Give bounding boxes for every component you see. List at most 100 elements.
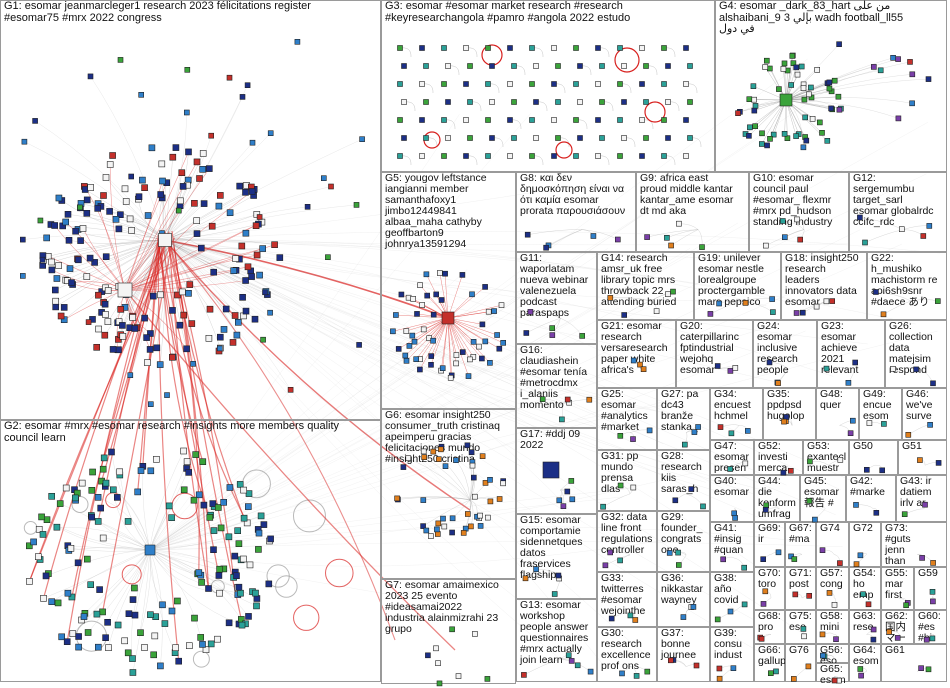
graph-node <box>235 318 242 326</box>
graph-node <box>507 153 513 159</box>
graph-node <box>849 417 856 424</box>
graph-edge <box>408 458 471 501</box>
graph-node <box>870 626 877 633</box>
graph-node <box>720 556 727 563</box>
graph-node <box>267 309 273 316</box>
graph-node <box>423 527 430 534</box>
graph-node <box>627 612 634 619</box>
graph-node <box>175 657 182 665</box>
self-loop <box>192 650 210 668</box>
graph-node <box>401 135 407 141</box>
graph-node <box>287 386 294 393</box>
graph-node <box>80 613 88 620</box>
graph-node <box>926 223 933 229</box>
graph-node <box>441 523 448 530</box>
graph-node <box>819 130 825 136</box>
graph-node <box>803 137 810 144</box>
cluster-label-g20: G20: caterpillarinc fptindustrial wejohq… <box>680 320 739 376</box>
graph-node <box>646 427 653 434</box>
cluster-panel-g18: G18: insight250 research leaders innovat… <box>781 252 867 320</box>
graph-node <box>773 668 779 675</box>
graph-edge <box>164 189 549 241</box>
graph-edge <box>164 239 604 399</box>
graph-node <box>491 308 497 314</box>
graph-node <box>195 491 203 499</box>
cluster-label-g46: G46: we've surve <box>906 388 933 422</box>
graph-edge <box>164 239 570 510</box>
graph-node <box>102 634 109 642</box>
graph-node <box>438 297 445 303</box>
graph-node <box>248 273 255 280</box>
graph-edge <box>785 57 894 101</box>
graph-node <box>205 585 212 592</box>
self-loop <box>292 499 326 533</box>
graph-node <box>208 132 214 139</box>
graph-node <box>68 593 76 601</box>
graph-node <box>200 501 208 509</box>
graph-node <box>873 509 880 516</box>
cluster-panel-g61: G61 <box>881 644 947 682</box>
graph-node <box>901 511 908 518</box>
graph-node <box>555 63 561 69</box>
graph-edge <box>164 239 471 511</box>
graph-node <box>39 256 46 263</box>
graph-node <box>467 135 473 141</box>
graph-edge <box>55 239 166 302</box>
graph-node <box>185 469 192 476</box>
graph-node <box>393 312 399 318</box>
graph-node <box>39 531 47 538</box>
graph-node <box>775 380 781 386</box>
graph-node <box>102 174 110 181</box>
graph-node <box>668 242 674 249</box>
graph-node <box>895 56 901 62</box>
graph-node <box>767 670 774 677</box>
graph-edge <box>168 236 210 589</box>
cluster-panel-g26: G26: collection data matejsim respond <box>885 320 947 388</box>
graph-edge <box>469 499 474 527</box>
graph-node <box>482 284 488 290</box>
graph-node <box>147 467 155 475</box>
cluster-panel-g25: G25: esomar #analytics #market <box>597 388 657 450</box>
graph-node <box>533 99 539 105</box>
graph-node <box>823 298 830 305</box>
graph-node <box>114 621 122 629</box>
cluster-label-g28: G28: research kiis saras_h <box>661 450 702 495</box>
graph-node <box>81 186 89 193</box>
graph-node <box>746 133 752 139</box>
graph-node <box>217 192 224 199</box>
graph-node <box>467 356 473 363</box>
graph-node <box>144 359 151 366</box>
graph-node <box>52 303 60 311</box>
graph-node <box>234 527 241 535</box>
graph-node <box>244 263 252 271</box>
graph-node <box>680 614 687 620</box>
graph-node <box>423 271 430 278</box>
graph-node <box>184 109 190 116</box>
hub-node <box>542 461 560 479</box>
graph-node <box>115 346 122 354</box>
graph-node <box>252 589 259 597</box>
graph-node <box>101 300 109 308</box>
graph-node <box>793 133 799 139</box>
graph-edge <box>164 239 554 403</box>
graph-edge <box>164 239 266 292</box>
graph-node <box>449 529 455 536</box>
cluster-label-g56: G56: eso <box>820 644 843 667</box>
graph-node <box>109 152 116 159</box>
graph-node <box>83 273 91 280</box>
graph-node <box>630 436 636 442</box>
graph-node <box>770 309 776 315</box>
graph-node <box>751 107 758 114</box>
graph-node <box>433 645 439 652</box>
graph-node <box>751 96 757 103</box>
graph-node <box>577 99 583 105</box>
graph-node <box>750 83 757 89</box>
graph-node <box>138 92 144 98</box>
graph-edge <box>149 113 531 551</box>
graph-node <box>121 185 129 193</box>
graph-node <box>419 302 426 308</box>
graph-node <box>164 392 170 398</box>
graph-node <box>179 288 186 296</box>
graph-node <box>202 646 210 654</box>
